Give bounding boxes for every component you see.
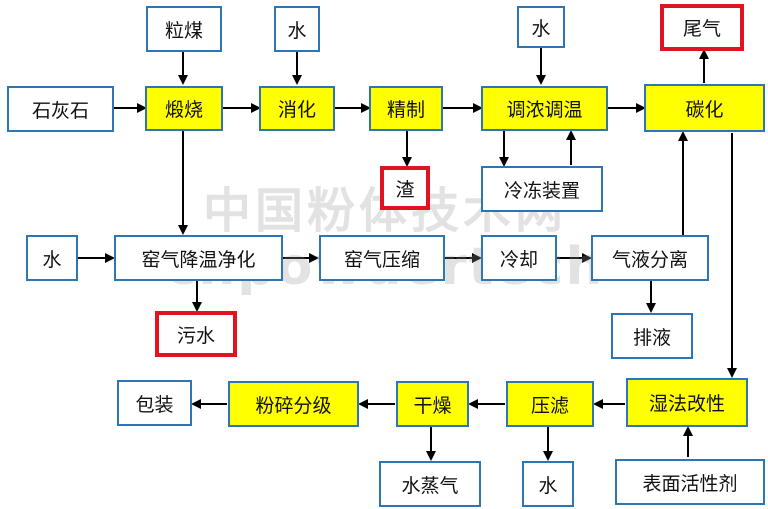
node-carbonize: 碳化 [644, 84, 765, 132]
node-wet-modify: 湿法改性 [626, 378, 748, 427]
node-slag: 渣 [380, 166, 430, 210]
node-adjust: 调浓调温 [481, 86, 608, 131]
node-water-adjust: 水 [517, 6, 565, 48]
node-freezer: 冷冻装置 [481, 166, 603, 212]
node-coal: 粒煤 [146, 6, 222, 52]
node-surfactant: 表面活性剂 [615, 459, 765, 505]
node-refine: 精制 [369, 86, 443, 131]
node-filter: 压滤 [506, 381, 594, 427]
node-water-slake: 水 [274, 6, 320, 52]
node-calcine: 煅烧 [145, 86, 223, 131]
node-kiln-gas-compress: 窑气压缩 [319, 235, 445, 281]
node-kiln-gas-clean: 窑气降温净化 [114, 235, 283, 281]
node-gas-liquid-sep: 气液分离 [591, 235, 709, 281]
node-limestone: 石灰石 [7, 86, 114, 132]
node-water-kiln: 水 [26, 235, 78, 281]
node-slake: 消化 [259, 86, 335, 131]
node-steam: 水蒸气 [379, 461, 481, 507]
node-water-filter: 水 [522, 461, 574, 507]
node-grind: 粉碎分级 [228, 381, 359, 427]
node-package: 包装 [117, 380, 192, 426]
node-drain: 排液 [611, 313, 693, 359]
node-tail-gas: 尾气 [660, 4, 744, 51]
node-dry: 干燥 [396, 381, 469, 427]
node-wastewater: 污水 [155, 311, 237, 357]
node-cool: 冷却 [481, 235, 557, 281]
